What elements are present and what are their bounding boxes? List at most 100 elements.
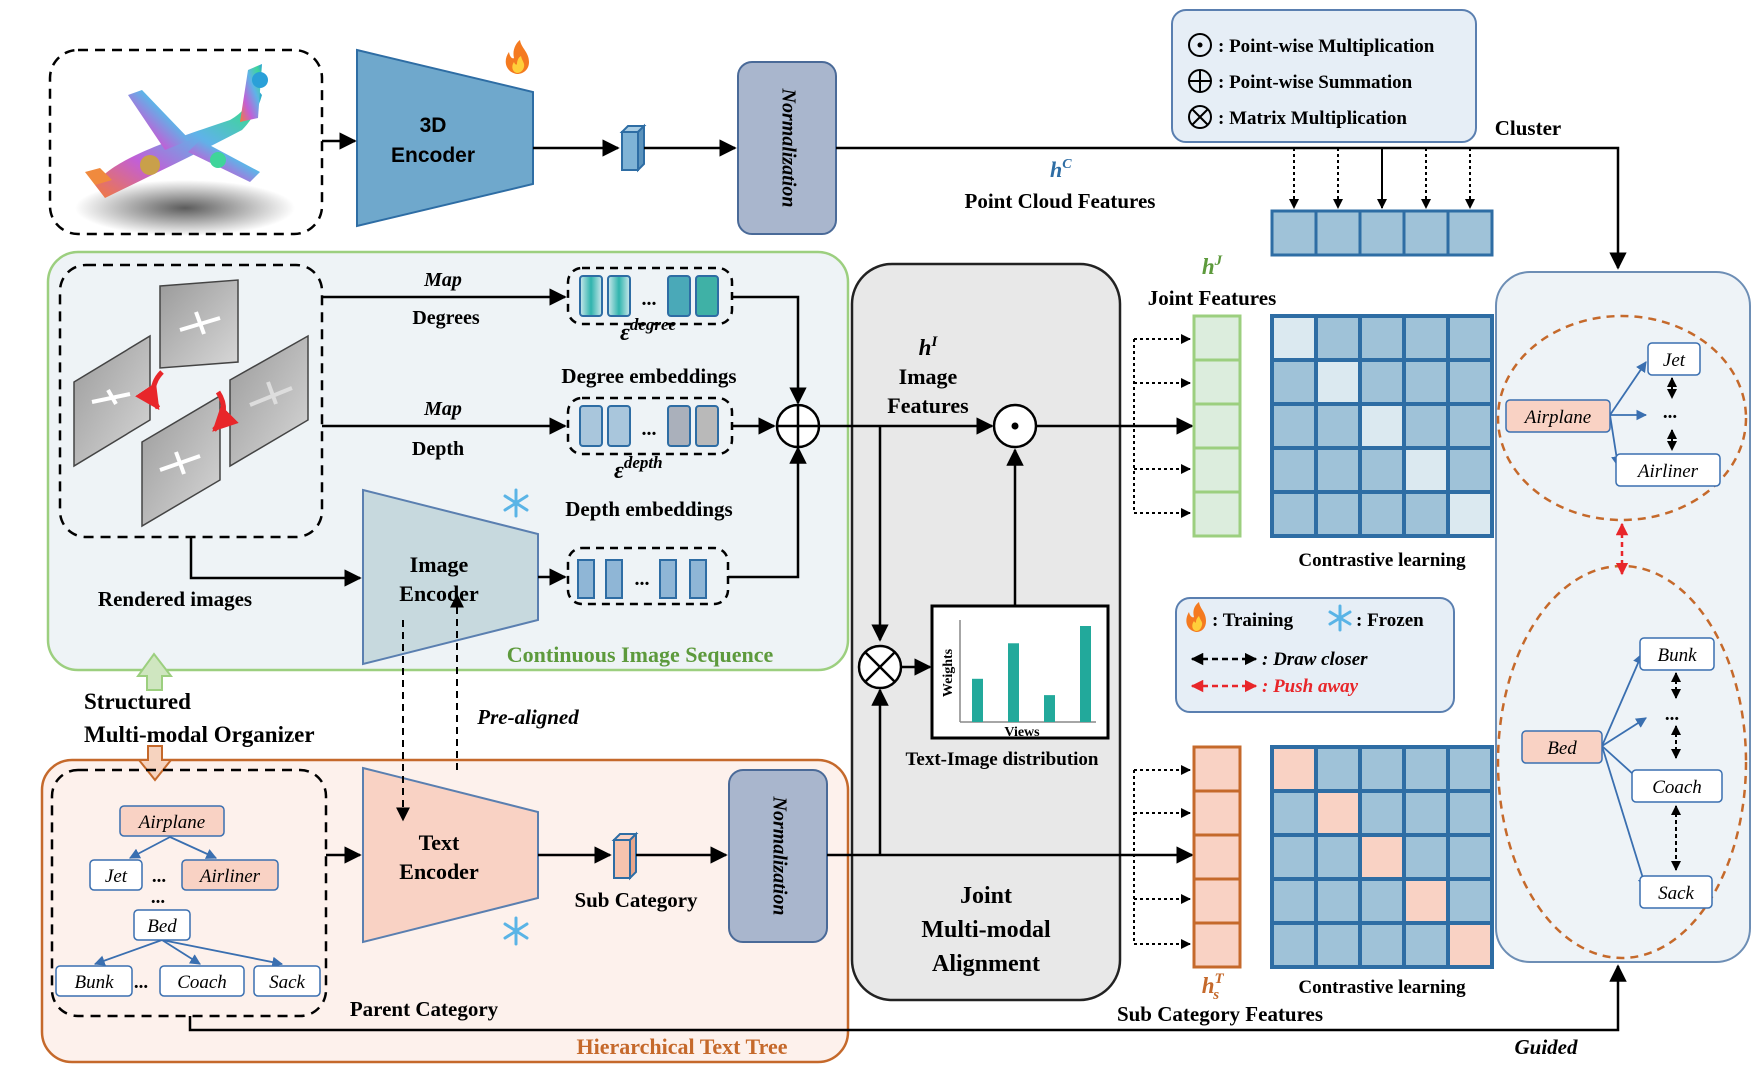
degrees-label: Degrees <box>412 307 480 329</box>
arrow-rendered-to-image-encoder <box>189 537 362 587</box>
image-encoder-label-2: Encoder <box>399 581 479 606</box>
joint-contrastive-matrix <box>1270 314 1494 538</box>
dist-bar <box>972 678 983 722</box>
text-encoder-label-1: Text <box>419 830 460 855</box>
matrix-cell <box>1402 358 1450 406</box>
matrix-cell <box>1270 446 1318 494</box>
matrix-cell <box>1314 314 1362 362</box>
depth-embedding-tokens <box>579 405 719 447</box>
matrix-cell <box>1446 314 1494 362</box>
svg-text:Bunk: Bunk <box>74 972 114 993</box>
image-feature-tokens <box>577 559 707 599</box>
image-tokens-frame <box>566 546 730 606</box>
matrix-cell <box>1314 921 1362 969</box>
text-image-distribution-chart <box>930 604 1110 740</box>
dist-weights-label: Weights <box>941 648 956 697</box>
degree-embedding-tokens <box>579 275 719 317</box>
cluster-node-sack: Sack <box>1639 875 1713 909</box>
tree-node-jet: Jet <box>89 859 143 891</box>
normalization-label-bottom: Normalization <box>768 796 790 916</box>
degrees-map-label: Map <box>423 269 462 291</box>
legend-matrix-mult: : Matrix Multiplication <box>1218 108 1407 129</box>
matrix-cell <box>1314 877 1362 925</box>
legend-pointwise-sum: : Point-wise Summation <box>1218 72 1413 93</box>
matrix-cell <box>1446 490 1494 538</box>
svg-text:Sack: Sack <box>1658 883 1694 904</box>
matrix-cell <box>1270 877 1318 925</box>
3d-encoder-trapezoid <box>356 48 534 228</box>
point-cloud-features-label: Point Cloud Features <box>965 189 1156 213</box>
text-tree-edges <box>93 836 284 968</box>
degree-emb-symbol: εdegree <box>620 315 677 346</box>
cluster-dots-bed: ... <box>1665 704 1679 725</box>
dist-views-label: Views <box>1004 725 1040 740</box>
matrix-cell <box>1358 490 1406 538</box>
cluster-node-coach: Coach <box>1631 769 1723 803</box>
organizer-label-2: Multi-modal Organizer <box>84 722 315 747</box>
matrix-cell <box>1314 402 1362 450</box>
dist-bar <box>1008 643 1019 722</box>
tree-dots-2: ... <box>151 887 165 908</box>
arrow-pc-to-cluster <box>836 146 1627 270</box>
hierarchical-text-tree-title: Hierarchical Text Tree <box>577 1034 788 1059</box>
3d-encoder-label-2: Encoder <box>391 144 475 167</box>
matrix-cell <box>1358 745 1406 793</box>
image-features-label-1: Image <box>899 364 958 389</box>
depth-emb-symbol: εdepth <box>614 453 663 484</box>
text-token <box>611 831 639 881</box>
svg-text:Airplane: Airplane <box>1523 407 1592 428</box>
image-encoder-trapezoid <box>362 488 539 666</box>
matrix-cell <box>1358 446 1406 494</box>
hc-symbol: hC <box>1050 157 1072 182</box>
matrix-cell <box>1402 789 1450 837</box>
matrix-cell <box>1270 402 1318 450</box>
cluster-label: Cluster <box>1495 116 1562 140</box>
guided-arrow <box>188 964 1627 1032</box>
joint-alignment-label-2: Multi-modal <box>921 917 1051 943</box>
matrix-cell <box>1314 490 1362 538</box>
svg-text:Jet: Jet <box>1663 350 1686 371</box>
joint-input-arrows <box>1133 334 1191 518</box>
matrix-cell <box>1402 877 1450 925</box>
matrix-cell <box>1402 490 1450 538</box>
image-features-label-2: Features <box>887 393 969 418</box>
point-token <box>619 123 647 173</box>
tree-node-coach: Coach <box>159 965 245 997</box>
cluster-input-arrows <box>1289 148 1475 209</box>
legend-push-away: : Push away <box>1262 676 1359 697</box>
matrix-cell <box>1446 921 1494 969</box>
matrix-mult-node <box>857 644 903 690</box>
sub-category-label: Sub Category <box>574 888 698 912</box>
matrix-cell <box>1446 877 1494 925</box>
contrastive-label-top: Contrastive learning <box>1298 550 1466 571</box>
organizer-up-arrow <box>136 652 174 691</box>
matrix-cell <box>1270 490 1318 538</box>
matrix-cell <box>1446 446 1494 494</box>
matrix-cell <box>1270 921 1318 969</box>
svg-text:Coach: Coach <box>177 972 227 993</box>
dist-bars <box>972 626 1091 722</box>
continuous-image-sequence-title: Continuous Image Sequence <box>507 642 774 667</box>
text-image-distribution-label: Text-Image distribution <box>905 749 1098 770</box>
point-cloud-airplane <box>75 64 295 236</box>
cluster-node-bunk: Bunk <box>1639 637 1715 671</box>
legend-frozen: : Frozen <box>1356 610 1424 631</box>
pointwise-mult-node <box>992 403 1038 449</box>
rendered-views <box>73 279 309 528</box>
matrix-cell <box>1314 358 1362 406</box>
svg-text:Bunk: Bunk <box>1657 645 1697 666</box>
tree-node-sack: Sack <box>253 965 321 997</box>
depth-dots: ... <box>642 418 657 440</box>
rendered-images-label: Rendered images <box>98 587 252 611</box>
cluster-node-airplane: Airplane <box>1505 399 1611 433</box>
joint-feature-vector <box>1192 314 1242 538</box>
pre-aligned-label: Pre-aligned <box>476 705 579 729</box>
tree-dots-1: ... <box>152 866 166 887</box>
svg-text:Jet: Jet <box>105 866 128 887</box>
cluster-airplane <box>1496 314 1748 522</box>
sub-category-feature-vector <box>1192 745 1242 969</box>
pointwise-mult-icon <box>1188 33 1212 57</box>
matrix-cell <box>1402 402 1450 450</box>
